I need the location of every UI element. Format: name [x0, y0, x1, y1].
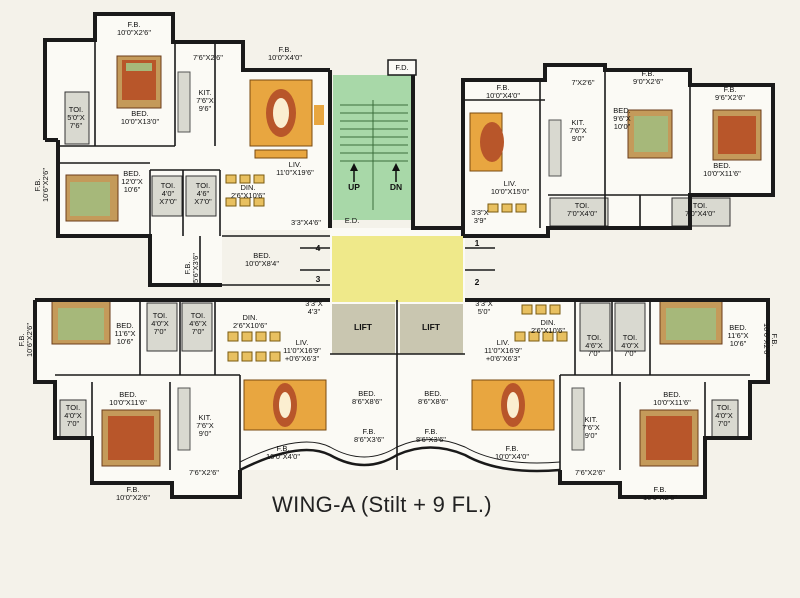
label-fb-bc2: F.B.8'6"X3'6" — [416, 427, 446, 444]
label-num-3: 3 — [316, 274, 321, 284]
label-fb-br-side: F.B.10'6"X2'6" — [762, 323, 779, 357]
label-liv-bl: LIV.11'0"X16'9"+0'6"X6'3" — [283, 338, 321, 363]
label-din-bl: DIN.2'6"X10'6" — [233, 313, 267, 330]
label-fb-bl-bot2: F.B.10'0"X2'6" — [116, 485, 150, 502]
label-fb-tr1: F.B.10'0"X4'0" — [486, 83, 520, 100]
label-up: UP — [348, 182, 360, 192]
label-bed-tl: BED.10'0"X13'0" — [121, 109, 160, 126]
label-kit-tl-dim: 7'6"X2'6" — [193, 53, 223, 62]
partitions — [55, 40, 750, 470]
label-liv-tr: LIV.10'0"X15'0" — [491, 179, 530, 196]
label-dim-3346: 3'3"X4'6" — [291, 218, 321, 227]
lift-1 — [332, 304, 395, 354]
up-arrow-icon — [350, 163, 358, 171]
label-fb-bc1: F.B.8'6"X3'6" — [354, 427, 384, 444]
label-bed-tr2: BED.10'0"X11'6" — [703, 161, 741, 178]
label-bed-bl2: BED.10'0"X11'6" — [109, 390, 147, 407]
label-kit-bl-dim: 7'6"X2'6" — [189, 468, 219, 477]
label-bed-bc1: BED.8'6"X8'6" — [352, 389, 382, 406]
furniture — [51, 55, 762, 467]
label-lift-1: LIFT — [354, 322, 373, 332]
curved-balcony — [239, 446, 561, 473]
label-bed-br2: BED.10'0"X11'6" — [653, 390, 691, 407]
label-kit-br-dim: 7'6"X2'6" — [575, 468, 605, 477]
label-bed-bc2: BED.8'6"X8'6" — [418, 389, 448, 406]
label-bed-c: BED.10'0"X8'4" — [245, 251, 279, 268]
label-fb-tl-side: F.B.10'6"X2'6" — [33, 168, 50, 202]
label-fb-tl-top2: F.B.10'0"X4'0" — [268, 45, 302, 62]
label-liv-tl: LIV.11'0"X19'6" — [276, 160, 314, 177]
room-labels: F.B.10'0"X2'6" 7'6"X2'6" F.B.10'0"X4'0" … — [17, 20, 779, 502]
label-fb-tl: F.B.10'0"X2'6" — [117, 20, 151, 37]
label-fb-bl-bot: F.B.10'0"X4'0" — [266, 444, 300, 461]
stair-core — [332, 59, 463, 354]
label-ed: E.D. — [345, 216, 360, 225]
lobby — [332, 236, 463, 302]
label-lift-2: LIFT — [422, 322, 441, 332]
label-liv-br: LIV.11'0"X16'9"+0'6"X6'3" — [484, 338, 522, 363]
label-num-2: 2 — [475, 277, 480, 287]
label-fb-bl-side: F.B.10'6"X2'6" — [17, 323, 34, 357]
label-fd: F.D. — [395, 63, 408, 72]
label-num-4: 4 — [316, 243, 321, 253]
label-toi-tr2: TOI.7'0"X4'0" — [685, 201, 715, 218]
label-din-br: DIN.2'6"X10'6" — [531, 318, 565, 335]
plan-caption: WING-A (Stilt + 9 FL.) — [272, 492, 492, 517]
down-arrow-icon — [392, 163, 400, 171]
label-kit-tr-dim: 7'X2'6" — [571, 78, 594, 87]
label-num-1: 1 — [475, 238, 480, 248]
curved-balcony-inner — [239, 439, 561, 464]
label-fb-tr2: F.B.9'0"X2'6" — [633, 69, 663, 86]
label-fb-tr3: F.B.9'6"X2'6" — [715, 85, 745, 102]
label-dn: DN — [390, 182, 402, 192]
label-toi-tl3: TOI.4'6"X7'0" — [194, 181, 212, 206]
label-fb-c-side: F.B.5'6"X3'6" — [183, 253, 200, 283]
label-fb-br-bot2: F.B.10'0"X2'6" — [643, 485, 677, 502]
lift-2 — [400, 304, 463, 354]
label-toi-tr1: TOI.7'0"X4'0" — [567, 201, 597, 218]
label-din-tl: DIN.2'6"X10'6" — [231, 183, 265, 200]
label-fb-br-bot: F.B.10'0"X4'0" — [495, 444, 529, 461]
label-toi-tl2: TOI.4'0"X7'0" — [159, 181, 177, 206]
